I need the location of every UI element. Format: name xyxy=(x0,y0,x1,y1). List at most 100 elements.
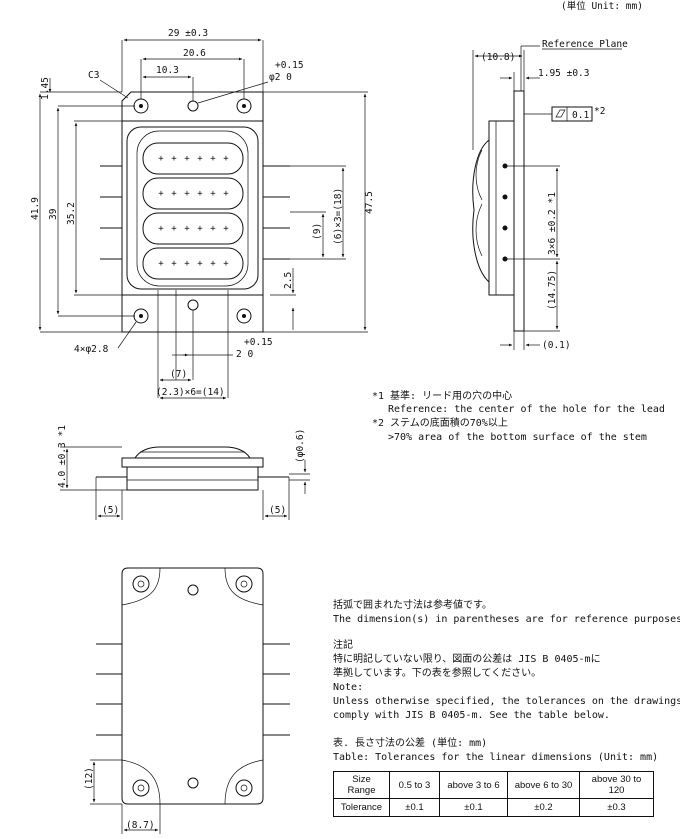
jp-note-line-2: 準拠しています。下の表を参照してください。 xyxy=(333,666,541,679)
back-hole-tr xyxy=(235,575,253,593)
back-hole-br xyxy=(235,779,253,797)
mount-hole-bl-center xyxy=(139,314,143,318)
emitter-cross: + xyxy=(184,259,190,269)
emitter-cross: + xyxy=(197,259,203,269)
jp-note-line-1: 特に明記していない限り、図面の公差は JIS B 0405-mに xyxy=(333,652,601,665)
bottom-body xyxy=(126,466,259,491)
side-view: (10.8) Reference Plane 1.95 ±0.3 0.1 *2 … xyxy=(472,39,628,351)
dim-0-1: (0.1) xyxy=(542,340,571,351)
dim-bottom-hole: 2 0 xyxy=(236,349,253,360)
note-label: Note: xyxy=(333,682,363,693)
emitter-cross: + xyxy=(158,189,164,199)
dim-height-holes: 39 xyxy=(48,208,59,220)
emitter-cross: + xyxy=(210,189,216,199)
tolerance-value: ±0.3 xyxy=(579,798,654,817)
dim-height-total: 41.9 xyxy=(30,197,41,220)
paren-note-en: The dimension(s) in parentheses are for … xyxy=(333,614,680,625)
back-hole-bl xyxy=(132,779,150,797)
dim-12: (12) xyxy=(84,767,95,790)
side-flange xyxy=(513,90,525,332)
tolerance-header-row: Size Range 0.5 to 3 above 3 to 6 above 6… xyxy=(333,771,654,799)
flatness-icon xyxy=(555,109,566,118)
tolerance-value: ±0.1 xyxy=(439,798,508,817)
row-label-tolerance: Tolerance xyxy=(333,798,390,817)
front-lens-frame xyxy=(136,130,249,287)
back-view: (12) (8.7) xyxy=(84,567,290,834)
tolerance-value-row: Tolerance ±0.1 ±0.1 ±0.2 ±0.3 xyxy=(333,798,654,817)
dim-8-7: (8.7) xyxy=(126,820,155,831)
mount-hole-tr-center xyxy=(242,104,246,108)
note-2-en: >70% area of the bottom surface of the s… xyxy=(388,432,647,443)
note-1-en: Reference: the center of the hole for th… xyxy=(388,404,665,415)
table-title-en: Table: Tolerances for the linear dimensi… xyxy=(333,752,658,763)
dim-height-47: 47.5 xyxy=(364,191,375,214)
front-window xyxy=(126,126,259,290)
emitter-cross: + xyxy=(171,259,177,269)
emitter-cross: + xyxy=(223,224,229,234)
led-row-2 xyxy=(142,177,244,210)
emitter-cross: + xyxy=(223,259,229,269)
en-note-line-1: Unless otherwise specified, the toleranc… xyxy=(333,696,680,707)
dim-5-right: (5) xyxy=(269,505,286,516)
back-center-hole-bottom xyxy=(187,777,199,789)
emitter-cross: + xyxy=(210,224,216,234)
emitter-cross: + xyxy=(223,189,229,199)
dim-height-body: 35.2 xyxy=(66,202,77,225)
emitter-cross: + xyxy=(158,154,164,164)
table-title-jp: 表. 長さ寸法の公差 (単位: mm) xyxy=(333,736,487,749)
emitter-cross: + xyxy=(158,259,164,269)
back-outline xyxy=(121,567,264,805)
header-size-range: Size Range xyxy=(333,771,390,799)
chamfer-leader xyxy=(99,79,129,99)
back-hole-tl xyxy=(132,575,150,593)
notes-block: *1 基準: リード用の穴の中心 Reference: the center o… xyxy=(372,389,665,443)
tolerance-value: ±0.1 xyxy=(389,798,440,817)
dim-hole-span: 20.6 xyxy=(183,48,206,59)
dim-5-left: (5) xyxy=(102,505,119,516)
dim-width: 29 ±0.3 xyxy=(168,28,208,39)
dim-1-95: 1.95 ±0.3 xyxy=(538,68,589,79)
note-1-jp: *1 基準: リード用の穴の中心 xyxy=(372,389,512,402)
en-note-line-2: comply with JIS B 0405-m. See the table … xyxy=(333,710,610,721)
front-body xyxy=(121,120,264,296)
dim-lead-9: (9) xyxy=(312,223,323,240)
dim-3x6: 3×6 ±0.2 *1 xyxy=(547,192,558,255)
emitter-cross: + xyxy=(197,154,203,164)
center-hole-top xyxy=(187,100,199,112)
dim-0-6: (φ0.6) xyxy=(295,429,306,463)
bottom-lens xyxy=(134,446,251,459)
flatness-note: *2 xyxy=(594,106,605,117)
emitter-cross: + xyxy=(223,154,229,164)
header-range-3: above 6 to 30 xyxy=(507,771,580,799)
front-leads xyxy=(100,165,290,260)
dim-pitch-6: (2.3)×6=(14) xyxy=(156,387,225,398)
tolerance-table: Size Range 0.5 to 3 above 3 to 6 above 6… xyxy=(333,771,654,817)
dim-4-0: 4.0 ±0.3 *1 xyxy=(57,425,68,488)
header-range-1: 0.5 to 3 xyxy=(389,771,440,799)
dim-hole-half: 10.3 xyxy=(156,65,179,76)
emitter-cross: + xyxy=(171,224,177,234)
emitter-cross: + xyxy=(210,259,216,269)
emitter-cross: + xyxy=(171,189,177,199)
paren-note-jp: 括弧で囲まれた寸法は参考値です。 xyxy=(333,598,492,611)
header-range-2: above 3 to 6 xyxy=(439,771,508,799)
back-leads xyxy=(96,643,290,736)
emitter-cross: + xyxy=(197,189,203,199)
dim-lead-pitch-3: (6)×3=(18) xyxy=(333,188,344,245)
led-row-4 xyxy=(142,247,244,280)
flatness-value: 0.1 xyxy=(572,110,589,121)
tolerance-value: ±0.2 xyxy=(507,798,580,817)
chamfer-label: C3 xyxy=(88,70,99,81)
back-center-hole-top xyxy=(187,584,199,596)
dim-10-8: (10.8) xyxy=(481,52,515,63)
emitter-cross: + xyxy=(184,189,190,199)
center-hole-bottom xyxy=(187,299,199,311)
emitter-cross: + xyxy=(197,224,203,234)
dim-mount-holes: 4×φ2.8 xyxy=(74,344,109,355)
emitter-cross: + xyxy=(158,224,164,234)
front-view: ++++++++++++++++++++++++ C3 29 ±0.3 20.6 xyxy=(30,28,375,400)
mount-hole-tl-center xyxy=(139,104,143,108)
mount-hole-br-center xyxy=(242,314,246,318)
dim-center-hole: φ2 0 xyxy=(269,72,292,83)
led-row-3 xyxy=(142,212,244,245)
